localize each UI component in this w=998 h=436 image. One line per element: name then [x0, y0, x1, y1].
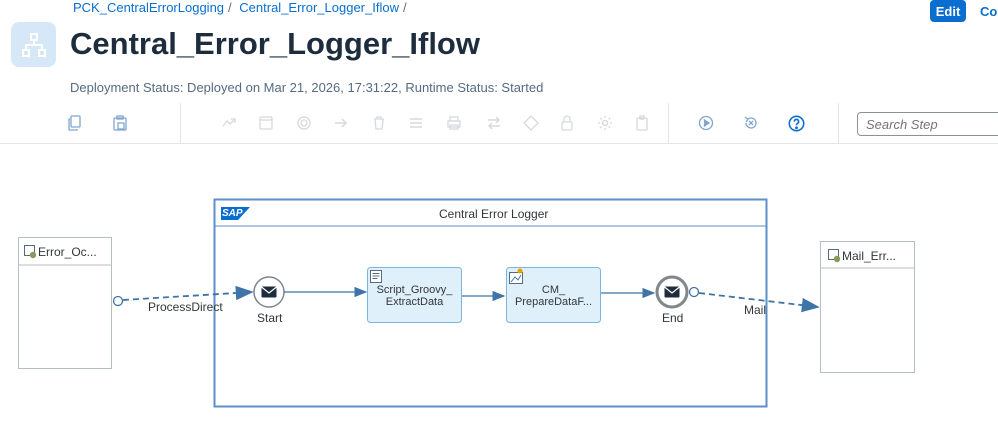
- clipboard-icon: [633, 114, 651, 132]
- sender-participant[interactable]: [18, 237, 112, 369]
- play-icon[interactable]: [697, 114, 715, 132]
- gear-icon: [596, 114, 614, 132]
- breadcrumb-package[interactable]: PCK_CentralErrorLogging: [73, 0, 225, 15]
- window-icon: [257, 114, 275, 132]
- outbound-adapter-label: Mail: [744, 303, 767, 317]
- iflow-canvas[interactable]: Error_Oc... Mail_Err... Central Error Lo…: [0, 144, 998, 436]
- start-label: Start: [257, 311, 283, 325]
- receiver-system-icon: [828, 249, 841, 263]
- connect-icon: [220, 114, 238, 132]
- copy-icon[interactable]: [66, 114, 84, 132]
- script-step-label: Script_Groovy_ExtractData: [376, 284, 453, 308]
- content-modifier-label: CM_PrepareDataF...: [514, 284, 593, 308]
- list-icon: [407, 114, 425, 132]
- delete-icon: [370, 114, 388, 132]
- lock-icon: [558, 114, 576, 132]
- start-envelope-icon: [261, 286, 277, 298]
- gateway-icon: [522, 114, 540, 132]
- end-label: End: [662, 311, 684, 325]
- inbound-adapter-label: ProcessDirect: [148, 300, 223, 314]
- reset-icon[interactable]: [742, 114, 760, 132]
- inbound-connection[interactable]: [122, 285, 254, 301]
- content-modifier-icon: [509, 268, 523, 284]
- search-step-input[interactable]: [857, 112, 998, 136]
- printer-icon: [445, 114, 463, 132]
- edit-button[interactable]: Edit: [930, 0, 966, 22]
- paste-icon[interactable]: [111, 114, 129, 132]
- sap-logo-text: SAP: [222, 208, 243, 219]
- deployment-status: Deployment Status: Deployed on Mar 21, 2…: [70, 80, 544, 95]
- breadcrumb: PCK_CentralErrorLogging/ Central_Error_L…: [73, 0, 407, 15]
- toolbar: [0, 103, 998, 144]
- help-icon[interactable]: [787, 114, 805, 132]
- integration-flow-icon: [11, 22, 56, 67]
- sap-logo: [221, 207, 250, 220]
- next-button[interactable]: Co: [980, 4, 998, 19]
- target-icon: [295, 114, 313, 132]
- receiver-name: Mail_Err...: [842, 249, 897, 263]
- sender-name: Error_Oc...: [38, 245, 97, 259]
- swap-icon: [485, 114, 503, 132]
- content-modifier-step[interactable]: [506, 267, 601, 323]
- script-icon: [370, 270, 382, 283]
- end-envelope-icon: [664, 286, 680, 298]
- page-title: Central_Error_Logger_Iflow: [70, 26, 480, 61]
- arrow-right-icon: [332, 114, 350, 132]
- breadcrumb-iflow[interactable]: Central_Error_Logger_Iflow: [239, 0, 399, 15]
- script-groovy-step[interactable]: [367, 267, 462, 323]
- pool-title: Central Error Logger: [439, 207, 549, 221]
- sender-system-icon: [24, 245, 37, 259]
- receiver-participant[interactable]: [820, 241, 915, 373]
